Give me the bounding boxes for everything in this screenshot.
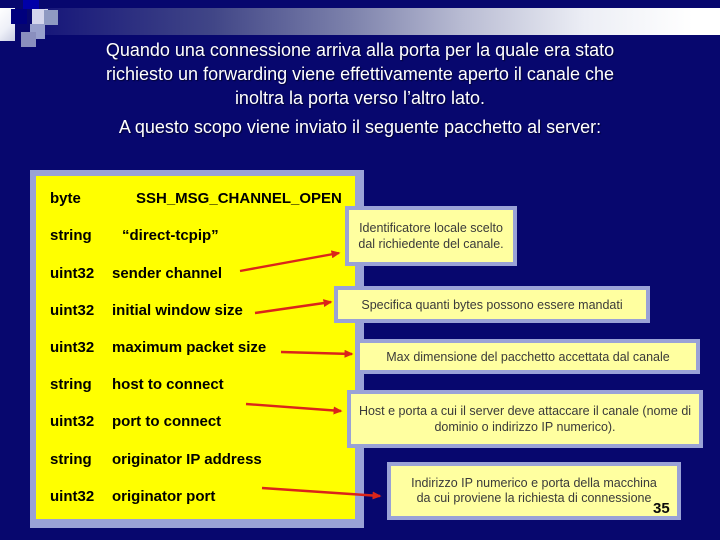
field-name: host to connect xyxy=(112,376,224,394)
field-name: originator port xyxy=(112,487,216,505)
annotation-text: Max dimensione del pacchetto accettata d… xyxy=(386,349,670,364)
field-type: string xyxy=(50,227,92,245)
field-type: string xyxy=(50,376,92,394)
annotation-text: Specifica quanti bytes possono essere ma… xyxy=(361,297,623,312)
top-gradient-bar xyxy=(45,8,720,35)
field-type: uint32 xyxy=(50,487,95,505)
field-name: initial window size xyxy=(112,301,243,319)
annotation-text: Identificatore locale scelto dal richied… xyxy=(358,221,504,251)
title-line-1: Quando una connessione arriva alla porta… xyxy=(105,40,615,60)
field-name: “direct-tcpip” xyxy=(122,227,219,245)
annotation-box-host-port: Host e porta a cui il server deve attacc… xyxy=(347,390,703,448)
packet-field-row: byte SSH_MSG_CHANNEL_OPEN xyxy=(50,190,355,207)
annotation-box-originator: Indirizzo IP numerico e porta della macc… xyxy=(387,462,681,520)
packet-field-row: string originator IP address xyxy=(50,451,355,468)
field-type: uint32 xyxy=(50,338,95,356)
slide-title: Quando una connessione arriva alla porta… xyxy=(40,38,680,139)
logo-square xyxy=(11,9,27,24)
packet-table: byte SSH_MSG_CHANNEL_OPEN string “direct… xyxy=(30,170,364,528)
slide-subtitle: A questo scopo viene inviato il seguente… xyxy=(118,117,602,137)
packet-field-row: uint32 originator port xyxy=(50,488,355,505)
packet-field-row: uint32 initial window size xyxy=(50,302,355,319)
annotation-box-packet-size: Max dimensione del pacchetto accettata d… xyxy=(356,339,700,374)
packet-field-row: string “direct-tcpip” xyxy=(50,227,355,244)
logo-square xyxy=(44,10,58,25)
field-name: sender channel xyxy=(112,264,223,282)
field-name: maximum packet size xyxy=(112,338,267,356)
logo-square xyxy=(23,0,39,9)
annotation-box-window-size: Specifica quanti bytes possono essere ma… xyxy=(334,286,650,323)
annotation-box-sender-channel: Identificatore locale scelto dal richied… xyxy=(345,206,517,266)
title-line-3: inoltra la porta verso l’altro lato. xyxy=(234,88,486,108)
annotation-text: Indirizzo IP numerico e porta della macc… xyxy=(411,476,657,505)
field-type: uint32 xyxy=(50,264,95,282)
packet-table-body: byte SSH_MSG_CHANNEL_OPEN string “direct… xyxy=(36,176,355,519)
packet-field-row: uint32 maximum packet size xyxy=(50,339,355,356)
field-name: port to connect xyxy=(112,413,222,431)
field-type: string xyxy=(50,450,92,468)
title-line-2: richiesto un forwarding viene effettivam… xyxy=(106,64,614,84)
field-type: uint32 xyxy=(50,301,95,319)
packet-field-row: uint32 sender channel xyxy=(50,265,355,282)
field-type: byte xyxy=(50,190,81,208)
packet-field-row: uint32 port to connect xyxy=(50,413,355,430)
logo-square xyxy=(21,32,36,47)
field-type: uint32 xyxy=(50,413,95,431)
packet-field-row: string host to connect xyxy=(50,376,355,393)
annotation-text: Host e porta a cui il server deve attacc… xyxy=(358,404,692,434)
field-name: SSH_MSG_CHANNEL_OPEN xyxy=(136,190,342,208)
field-name: originator IP address xyxy=(112,450,262,468)
pixel-mosaic-logo xyxy=(0,0,60,56)
page-number: 35 xyxy=(653,500,670,517)
